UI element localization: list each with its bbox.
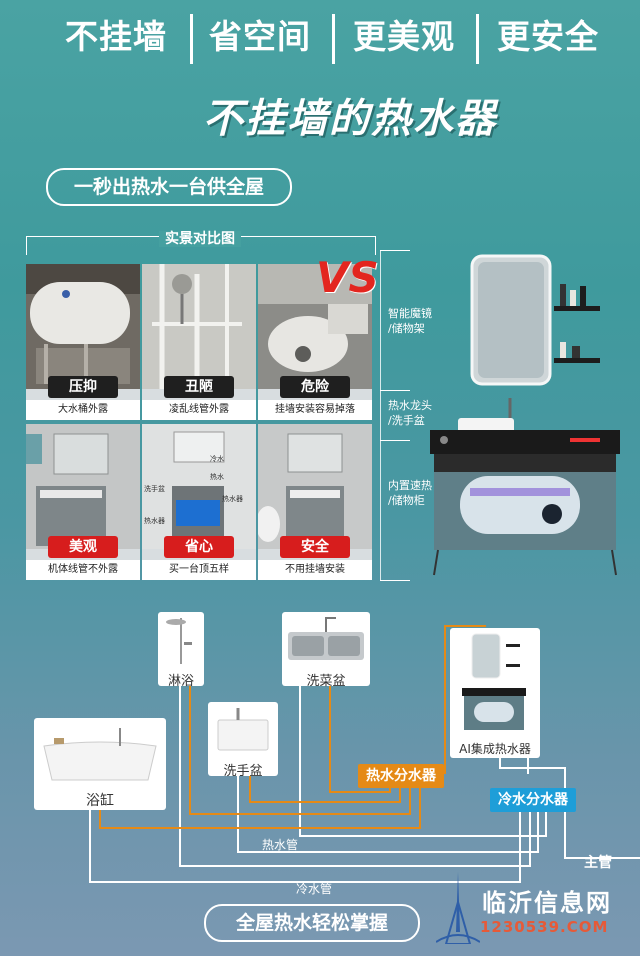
cold-pipe-kitchen [299, 686, 547, 837]
bathroom-cabinet2-image [258, 424, 372, 549]
tag-danger: 危险 [280, 376, 350, 398]
comparison-label-text: 实景对比图 [159, 231, 241, 247]
ai-heater-icon [462, 633, 526, 730]
hot-pipe-basin [249, 772, 401, 803]
inset-label-hot: 热水 [210, 473, 224, 481]
main-title: 不挂墙的热水器 [203, 96, 497, 142]
feature-save-space: 省空间 [209, 17, 311, 56]
fallen-heater-image [258, 264, 372, 389]
inset-label-heater2: 热水器 [144, 517, 165, 525]
comparison-photo-cabinet2: 安全 不用挂墙安装 [258, 424, 372, 580]
caption-oppressive: 大水桶外露 [26, 400, 140, 420]
feature-separator [190, 14, 193, 64]
watermark-url: 1230539.COM [480, 918, 609, 936]
feature-separator [476, 14, 479, 64]
caption-ugly: 凌乱线管外露 [142, 400, 256, 420]
cold-water-manifold: 冷水分水器 [490, 788, 576, 812]
inset-diagram-image [142, 424, 256, 549]
kitchen-sink-box: 洗菜盆 [282, 612, 370, 689]
feature-separator [332, 14, 335, 64]
comparison-label: 实景对比图 [150, 228, 250, 248]
product-bracket-bottom [380, 580, 410, 581]
bathtub-label: 浴缸 [86, 793, 114, 809]
kitchen-sink-label: 洗菜盆 [306, 674, 346, 689]
hot-pipe-shower [189, 686, 411, 815]
label-cabinet: 内置速热 /储物柜 [388, 478, 432, 508]
comparison-photo-fallen: 危险 挂墙安装容易掉落 [258, 264, 372, 420]
feature-prettier: 更美观 [353, 17, 455, 56]
boiler-tank-image [26, 264, 140, 389]
watermark-name: 临沂信息网 [482, 889, 612, 917]
bathroom-cabinet-image [26, 424, 140, 549]
caption-beautiful: 机体线管不外露 [26, 560, 140, 580]
product-bracket-top [380, 250, 410, 251]
tag-beautiful: 美观 [48, 536, 118, 558]
footer-pill: 全屋热水轻松掌握 [204, 904, 420, 942]
comparison-photo-cabinet1: 美观 机体线管不外露 [26, 424, 140, 580]
comparison-photo-pipes: 丑陋 凌乱线管外露 [142, 264, 256, 420]
ai-heater-box: AI集成热水器 [450, 628, 540, 758]
inset-label-basin: 洗手盆 [144, 485, 165, 493]
bathtub-icon [43, 728, 157, 781]
label-mirror: 智能魔镜 /储物架 [388, 306, 432, 336]
label-mirror-line2: /储物架 [388, 322, 425, 335]
feature-no-wall: 不挂墙 [65, 17, 167, 56]
comparison-photo-inset: 冷水 热水 热水器 洗手盆 热水器 省心 买一台顶五样 [142, 424, 256, 580]
cold-pipe-bathtub [89, 802, 521, 883]
basin-icon [217, 708, 269, 751]
plumbing-diagram [89, 625, 640, 883]
label-faucet: 热水龙头 /洗手盆 [388, 398, 432, 428]
tower-icon [436, 872, 480, 944]
product-bracket-mid2 [380, 440, 410, 441]
basin-box: 洗手盆 [208, 702, 278, 779]
hot-pipe-label: 热水管 [262, 838, 299, 852]
cold-pipe-basin [237, 772, 539, 853]
label-cabinet-line1: 内置速热 [388, 479, 432, 492]
tag-ugly: 丑陋 [164, 376, 234, 398]
caption-safe: 不用挂墙安装 [258, 560, 372, 580]
inset-label-heater: 热水器 [222, 495, 243, 503]
subtitle-pill: 一秒出热水一台供全屋 [46, 168, 292, 206]
product-vanity-image [430, 254, 620, 576]
caption-danger: 挂墙安装容易掉落 [258, 400, 372, 420]
tag-worry-free: 省心 [164, 536, 234, 558]
bathtub-box: 浴缸 [34, 718, 166, 810]
hot-pipe-heater [444, 625, 486, 774]
inset-label-cold: 冷水 [210, 455, 224, 463]
product-bracket-mid1 [380, 390, 410, 391]
ai-heater-label: AI集成热水器 [459, 742, 531, 756]
messy-pipes-image [142, 264, 256, 389]
caption-worry-free: 买一台顶五样 [142, 560, 256, 580]
shower-icon [166, 618, 192, 664]
tag-oppressive: 压抑 [48, 376, 118, 398]
cold-pipe-label: 冷水管 [296, 882, 333, 896]
hot-water-manifold: 热水分水器 [358, 764, 444, 788]
main-pipe [564, 776, 640, 859]
label-mirror-line1: 智能魔镜 [388, 307, 432, 320]
main-pipe-label: 主管 [584, 855, 612, 871]
kitchen-sink-icon [288, 617, 364, 660]
cold-pipe-shower [179, 686, 531, 867]
hot-pipe-bathtub [99, 788, 421, 829]
comparison-photo-boiler: 压抑 大水桶外露 [26, 264, 140, 420]
label-faucet-line1: 热水龙头 [388, 399, 432, 412]
tag-safe: 安全 [280, 536, 350, 558]
shower-box: 淋浴 [158, 612, 204, 689]
vs-label: VS [316, 253, 379, 302]
label-faucet-line2: /洗手盆 [388, 414, 425, 427]
shower-label: 淋浴 [167, 674, 194, 689]
basin-label: 洗手盆 [223, 764, 263, 779]
label-cabinet-line2: /储物柜 [388, 494, 425, 507]
product-bracket-line [380, 250, 381, 580]
feature-safer: 更安全 [497, 17, 599, 56]
hot-pipe-kitchen [329, 686, 391, 793]
